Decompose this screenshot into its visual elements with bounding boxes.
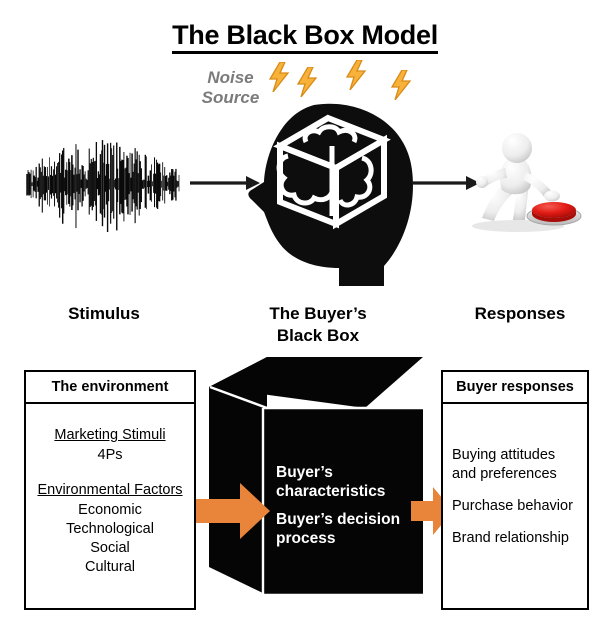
environment-panel-header: The environment: [26, 372, 194, 404]
responses-panel: Buyer responses Buying attitudes and pre…: [441, 370, 589, 610]
noise-source-label-line1: Noise: [207, 68, 254, 87]
responses-panel-body: Buying attitudes and preferences Purchas…: [443, 404, 587, 548]
environment-group: Marketing Stimuli 4Ps: [34, 426, 186, 465]
environment-group-item: Technological: [66, 521, 154, 537]
environment-group-item: 4Ps: [97, 447, 123, 463]
stimulus-label: Stimulus: [68, 304, 140, 323]
black-box-label-line2: Black Box: [276, 326, 360, 345]
environment-panel-body: Marketing Stimuli 4Ps Environmental Fact…: [26, 404, 194, 583]
lightning-bolt-icon: [296, 66, 318, 102]
black-box-cube-text: Buyer’s characteristics Buyer’s decision…: [276, 463, 418, 548]
responses-panel-item: Purchase behavior: [452, 498, 573, 514]
responses-panel-item: Buying attitudes and preferences: [452, 447, 557, 482]
person-pressing-red-button-icon: [460, 128, 590, 238]
lightning-bolt-icon: [390, 69, 412, 105]
lightning-bolt-icon: [345, 59, 367, 95]
lightning-bolt-icon: [268, 61, 290, 97]
responses-panel-header: Buyer responses: [443, 372, 587, 404]
responses-label: Responses: [474, 304, 566, 323]
environment-group: Environmental Factors Economic Technolog…: [34, 481, 186, 577]
black-box-label-line1: The Buyer’s: [269, 304, 367, 323]
noise-waveform-icon: [24, 136, 182, 234]
black-box-cube-line: Buyer’s decision process: [276, 511, 401, 547]
environment-panel: The environment Marketing Stimuli 4Ps En…: [24, 370, 196, 610]
environment-group-title: Environmental Factors: [37, 482, 183, 498]
page-title: The Black Box Model: [0, 20, 610, 54]
right-arrow-icon: [190, 172, 260, 199]
environment-group-item: Economic: [78, 502, 142, 518]
orange-right-arrow-icon: [196, 483, 270, 539]
environment-group-item: Cultural: [85, 559, 135, 575]
responses-panel-item: Brand relationship: [452, 530, 569, 546]
page-title-text: The Black Box Model: [172, 20, 438, 54]
black-box-label: The Buyer’s Black Box: [238, 303, 398, 347]
environment-group-title: Marketing Stimuli: [54, 427, 166, 443]
buyer-black-box-cube: [205, 352, 430, 604]
right-arrow-icon: [412, 172, 480, 199]
head-with-black-box-brain-icon: [244, 96, 424, 287]
environment-group-item: Social: [90, 540, 130, 556]
noise-source-label: Noise Source: [183, 68, 278, 108]
black-box-cube-line: Buyer’s characteristics: [276, 464, 386, 500]
noise-source-label-line2: Source: [201, 88, 260, 107]
